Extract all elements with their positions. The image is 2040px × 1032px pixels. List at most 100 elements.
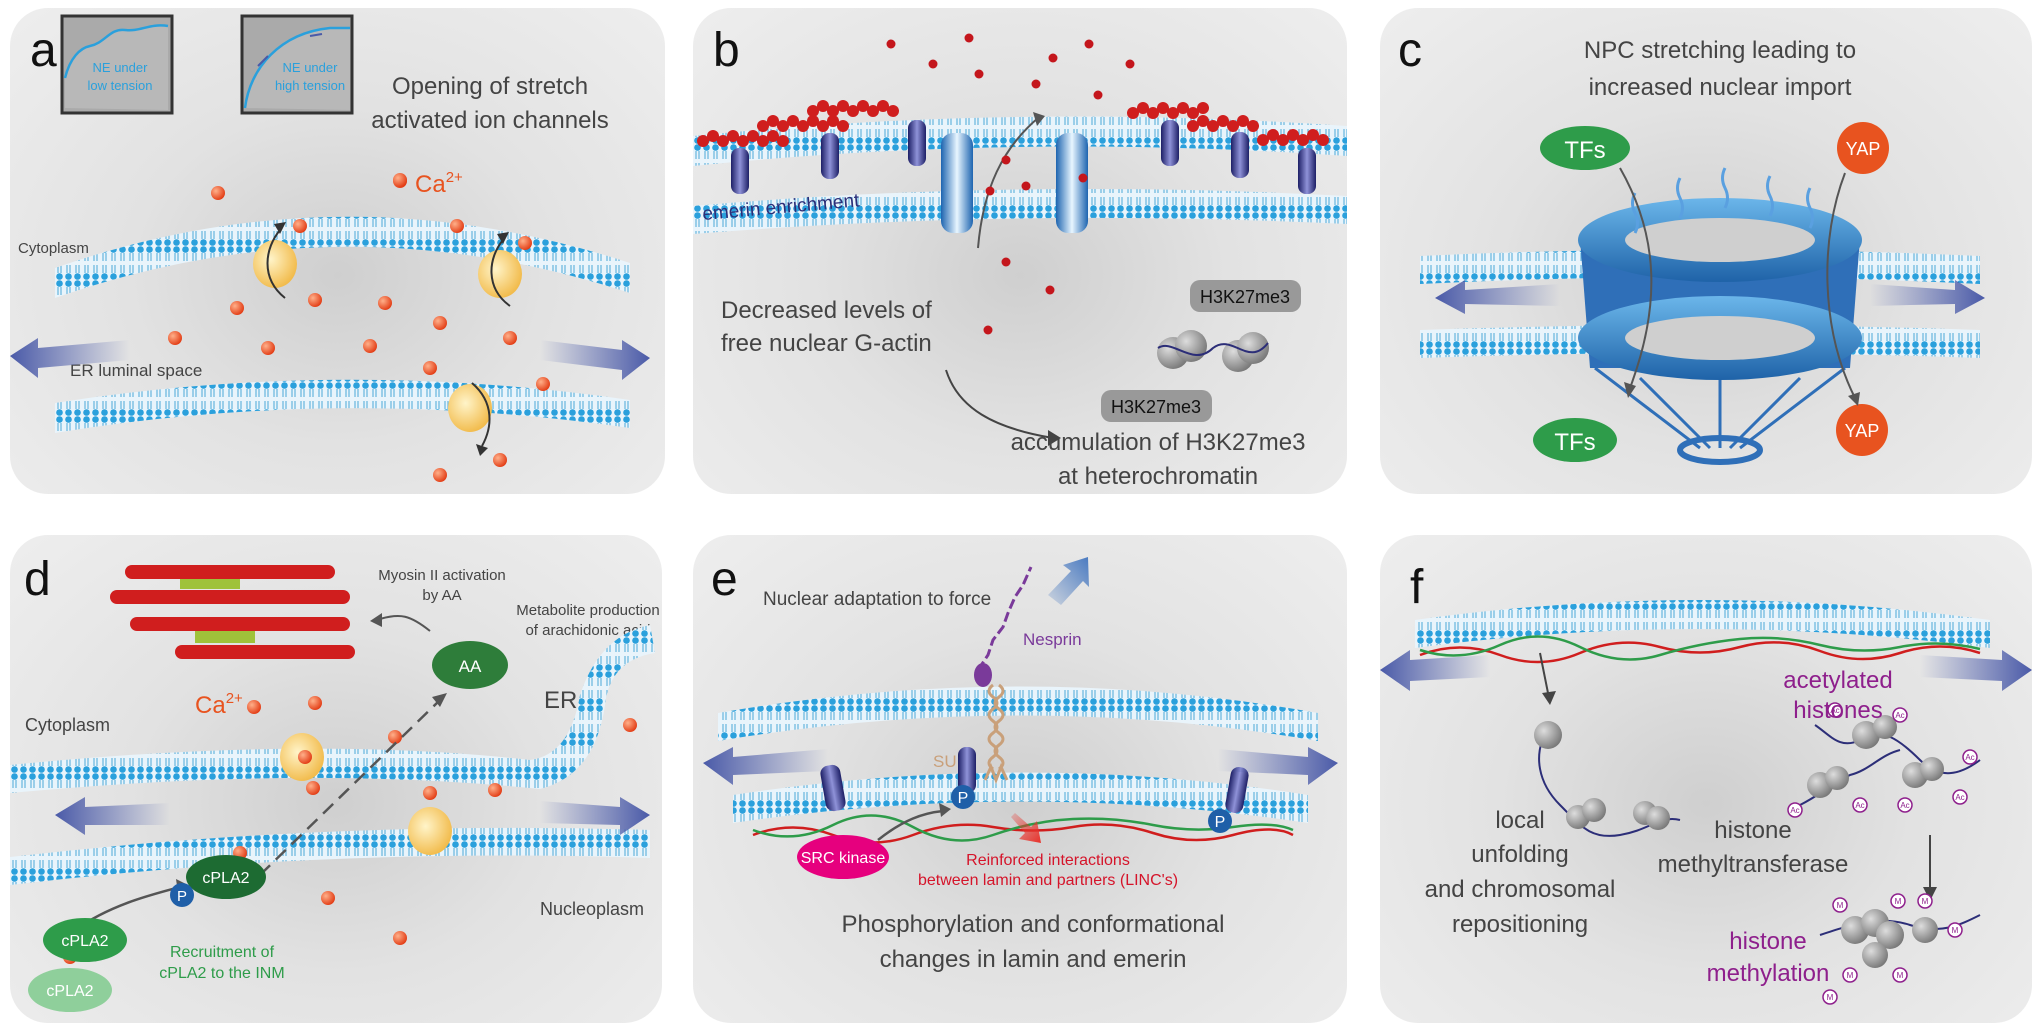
stretch-arrow-right bbox=[540, 340, 650, 380]
svg-text:M: M bbox=[1847, 971, 1854, 980]
acetylated-line1: acetylated bbox=[1783, 667, 1892, 694]
panel-letter: d bbox=[24, 553, 51, 606]
cpla2-label: cPLA2 bbox=[202, 870, 249, 887]
local-line4: repositioning bbox=[1452, 911, 1588, 938]
svg-text:Ac: Ac bbox=[1895, 711, 1904, 720]
panel-letter: e bbox=[711, 553, 738, 606]
tfs-badge bbox=[1540, 126, 1630, 170]
bottom-line2: changes in lamin and emerin bbox=[880, 946, 1187, 973]
acetyl-marks bbox=[1787, 702, 1978, 818]
result-line2: at heterochromatin bbox=[1058, 463, 1258, 490]
phospho-label: P bbox=[1215, 814, 1226, 831]
src-kinase-label: SRC kinase bbox=[801, 850, 886, 867]
src-kinase-badge bbox=[797, 835, 889, 879]
nuclear-pore-complex bbox=[1578, 167, 1862, 465]
svg-text:M: M bbox=[1895, 897, 1902, 906]
panel-d: d Myosin II activation by AA Metabolite … bbox=[10, 535, 662, 1023]
yap-badge bbox=[1837, 122, 1889, 174]
reinforced-line2: between lamin and partners (LINC's) bbox=[918, 872, 1178, 889]
cpla2-label: cPLA2 bbox=[46, 983, 93, 1000]
actin-text-line2: free nuclear G-actin bbox=[721, 330, 932, 357]
outer-membrane bbox=[10, 625, 655, 793]
local-line1: local bbox=[1495, 807, 1544, 834]
phospho-badge bbox=[1208, 809, 1232, 833]
calcium-label: Ca2+ bbox=[195, 690, 243, 719]
methylation-line2: methylation bbox=[1707, 960, 1830, 987]
inner-membrane bbox=[733, 772, 1308, 823]
title-line2: increased nuclear import bbox=[1589, 74, 1852, 101]
phospho-label: P bbox=[177, 888, 187, 905]
recruit-line2: cPLA2 to the INM bbox=[159, 965, 284, 982]
metabolite-line1: Metabolite production bbox=[516, 602, 659, 619]
reinforced-line1: Reinforced interactions bbox=[966, 852, 1130, 869]
cpla2-membrane bbox=[186, 855, 266, 899]
aa-badge bbox=[432, 641, 508, 689]
stretch-arrow-left bbox=[55, 797, 170, 835]
phospho-badge bbox=[951, 785, 975, 809]
svg-text:Ac: Ac bbox=[1855, 801, 1864, 810]
stretch-arrow-right bbox=[1870, 280, 1985, 314]
aa-label: AA bbox=[459, 657, 482, 676]
methyl-marks bbox=[1822, 893, 1963, 1005]
inner-membrane bbox=[10, 827, 650, 885]
hmt-line1: histone bbox=[1714, 817, 1791, 844]
svg-text:Ac: Ac bbox=[1830, 706, 1839, 715]
svg-text:Ac: Ac bbox=[1790, 806, 1799, 815]
pull-arrow bbox=[1048, 557, 1089, 605]
sun-protein bbox=[983, 683, 1009, 785]
nuclear-pore bbox=[1056, 133, 1088, 233]
panel-letter: a bbox=[30, 24, 57, 77]
calcium-label: Ca2+ bbox=[415, 169, 463, 198]
lamin-network bbox=[1419, 641, 1981, 664]
reinforce-arrow bbox=[1011, 813, 1041, 843]
result-line1: accumulation of H3K27me3 bbox=[1011, 429, 1306, 456]
ion-channel bbox=[253, 222, 522, 456]
yap-label: YAP bbox=[1845, 421, 1880, 441]
acetylated-line2: histones bbox=[1793, 697, 1882, 724]
recruit-line1: Recruitment of bbox=[170, 944, 275, 961]
inset-low-line2: low tension bbox=[87, 78, 152, 93]
h3k27me3-tag bbox=[1101, 390, 1212, 422]
h3k27me3-label: H3K27me3 bbox=[1200, 287, 1290, 307]
panel-a: a NE under low tension NE under high ten… bbox=[10, 8, 665, 494]
stretch-arrow-left bbox=[1380, 650, 1490, 691]
stretch-arrow-right bbox=[540, 797, 650, 835]
hmt-line2: methyltransferase bbox=[1658, 851, 1849, 878]
er-lumen-label: ER luminal space bbox=[70, 361, 202, 380]
svg-text:Ac: Ac bbox=[1900, 801, 1909, 810]
inset-high-tension: NE under high tension bbox=[240, 14, 354, 115]
local-line2: unfolding bbox=[1471, 841, 1568, 868]
g-actin-monomers bbox=[886, 33, 1135, 335]
metabolite-line2: of arachidonic acid bbox=[525, 622, 650, 639]
methylation-line1: histone bbox=[1729, 928, 1806, 955]
h3k27me3-tag bbox=[1190, 280, 1301, 312]
svg-text:M: M bbox=[1922, 897, 1929, 906]
inset-high-line1: NE under bbox=[283, 60, 339, 75]
phospho-label: P bbox=[958, 790, 969, 807]
actomyosin-filaments bbox=[110, 565, 355, 659]
panel-letter: b bbox=[713, 24, 740, 77]
myosin-line1: Myosin II activation bbox=[378, 567, 506, 584]
yap-badge bbox=[1836, 404, 1888, 456]
unfolded-chromatin bbox=[1534, 721, 1681, 837]
cytoplasm-label: Cytoplasm bbox=[18, 240, 89, 257]
methylated-chromatin bbox=[1819, 909, 1981, 968]
actin-filaments bbox=[697, 100, 1329, 147]
inset-high-line2: high tension bbox=[275, 78, 345, 93]
er-label: ER bbox=[544, 687, 577, 714]
bottom-line1: Phosphorylation and conformational bbox=[842, 911, 1225, 938]
cytoplasm-label: Cytoplasm bbox=[25, 715, 110, 735]
outer-membrane bbox=[693, 116, 1347, 166]
panel-e: e Nuclear adaptation to force Nesprin SU… bbox=[693, 535, 1347, 1023]
stretch-arrow-left bbox=[1435, 280, 1560, 314]
tfs-label: TFs bbox=[1564, 137, 1605, 164]
yap-label: YAP bbox=[1846, 139, 1881, 159]
cpla2-cytosolic bbox=[43, 918, 127, 962]
panel-c: c NPC stretching leading to increased nu… bbox=[1380, 8, 2032, 494]
title-line1: Opening of stretch bbox=[392, 73, 588, 100]
stretch-arrow-left bbox=[703, 747, 828, 785]
svg-text:Ac: Ac bbox=[1955, 793, 1964, 802]
actin-text-line1: Decreased levels of bbox=[721, 297, 932, 324]
